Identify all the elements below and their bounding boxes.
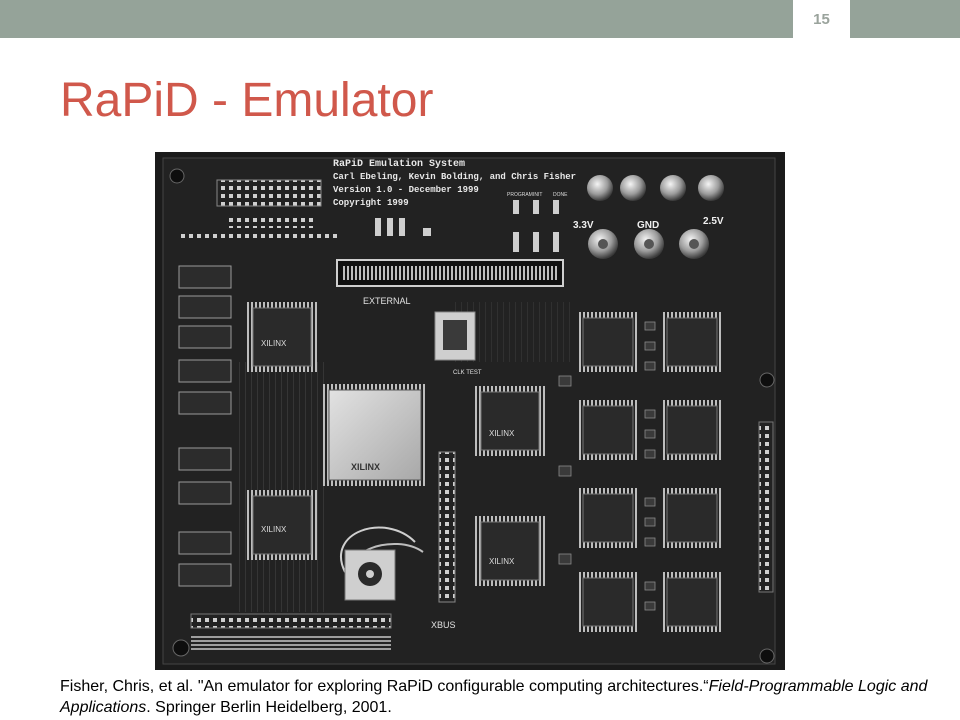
slide-title: RaPiD - Emulator bbox=[60, 74, 434, 127]
citation-text: Fisher, Chris, et al. "An emulator for e… bbox=[60, 678, 709, 695]
board-header-line-3: Version 1.0 - December 1999 bbox=[333, 185, 479, 195]
board-header-line-4: Copyright 1999 bbox=[333, 198, 409, 208]
chip-brand-4: XILINX bbox=[489, 557, 515, 566]
program-label: PROGRAM bbox=[507, 192, 533, 198]
clk-test-label: CLK TEST bbox=[453, 370, 482, 376]
citation-caption: Fisher, Chris, et al. "An emulator for e… bbox=[60, 676, 940, 718]
init-label: INIT bbox=[533, 192, 542, 198]
main-chip-brand: XILINX bbox=[351, 462, 380, 472]
label-2v5: 2.5V bbox=[703, 216, 724, 227]
label-3v3: 3.3V bbox=[573, 220, 594, 231]
done-label: DONE bbox=[553, 192, 568, 198]
chip-brand-2: XILINX bbox=[261, 525, 287, 534]
chip-brand-1: XILINX bbox=[261, 339, 287, 348]
xbus-label: XBUS bbox=[431, 620, 456, 630]
external-label: EXTERNAL bbox=[363, 296, 411, 306]
board-header-line-2: Carl Ebeling, Kevin Bolding, and Chris F… bbox=[333, 172, 576, 182]
citation-publisher: . Springer Berlin Heidelberg, 2001. bbox=[146, 699, 392, 716]
citation-journal: Field-Programmable Logic and Application… bbox=[60, 678, 928, 716]
board-photo: RaPiD Emulation System Carl Ebeling, Kev… bbox=[155, 152, 785, 670]
chip-brand-3: XILINX bbox=[489, 429, 515, 438]
board-header-line-1: RaPiD Emulation System bbox=[333, 158, 465, 170]
label-gnd: GND bbox=[637, 220, 659, 231]
slide-number: 15 bbox=[793, 0, 850, 38]
